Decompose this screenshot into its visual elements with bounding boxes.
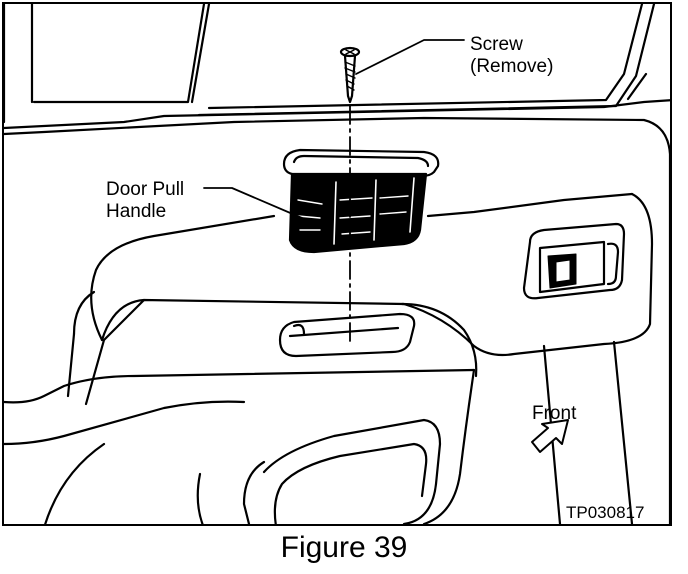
screw-remove-note: (Remove) (470, 56, 554, 77)
screw (339, 46, 361, 104)
handle-label: Handle (106, 201, 167, 222)
figure-code: TP030817 (566, 503, 645, 522)
front-arrow-icon (531, 419, 569, 453)
figure-frame: Screw (Remove) Door Pull Handle Front TP… (2, 2, 672, 526)
door-pull-label: Door Pull (106, 179, 185, 200)
screw-leader-line (355, 39, 465, 75)
window-frame (4, 4, 670, 130)
front-label: Front (532, 403, 577, 424)
screw-label: Screw (470, 34, 523, 55)
door-trim-illustration (4, 4, 670, 524)
handle-leader-line (203, 187, 303, 219)
figure-caption: Figure 39 (280, 531, 408, 564)
armrest-recess (278, 312, 416, 358)
door-trim-panel (4, 116, 670, 524)
door-pull-handle (282, 148, 440, 254)
inside-door-handle (522, 222, 626, 300)
